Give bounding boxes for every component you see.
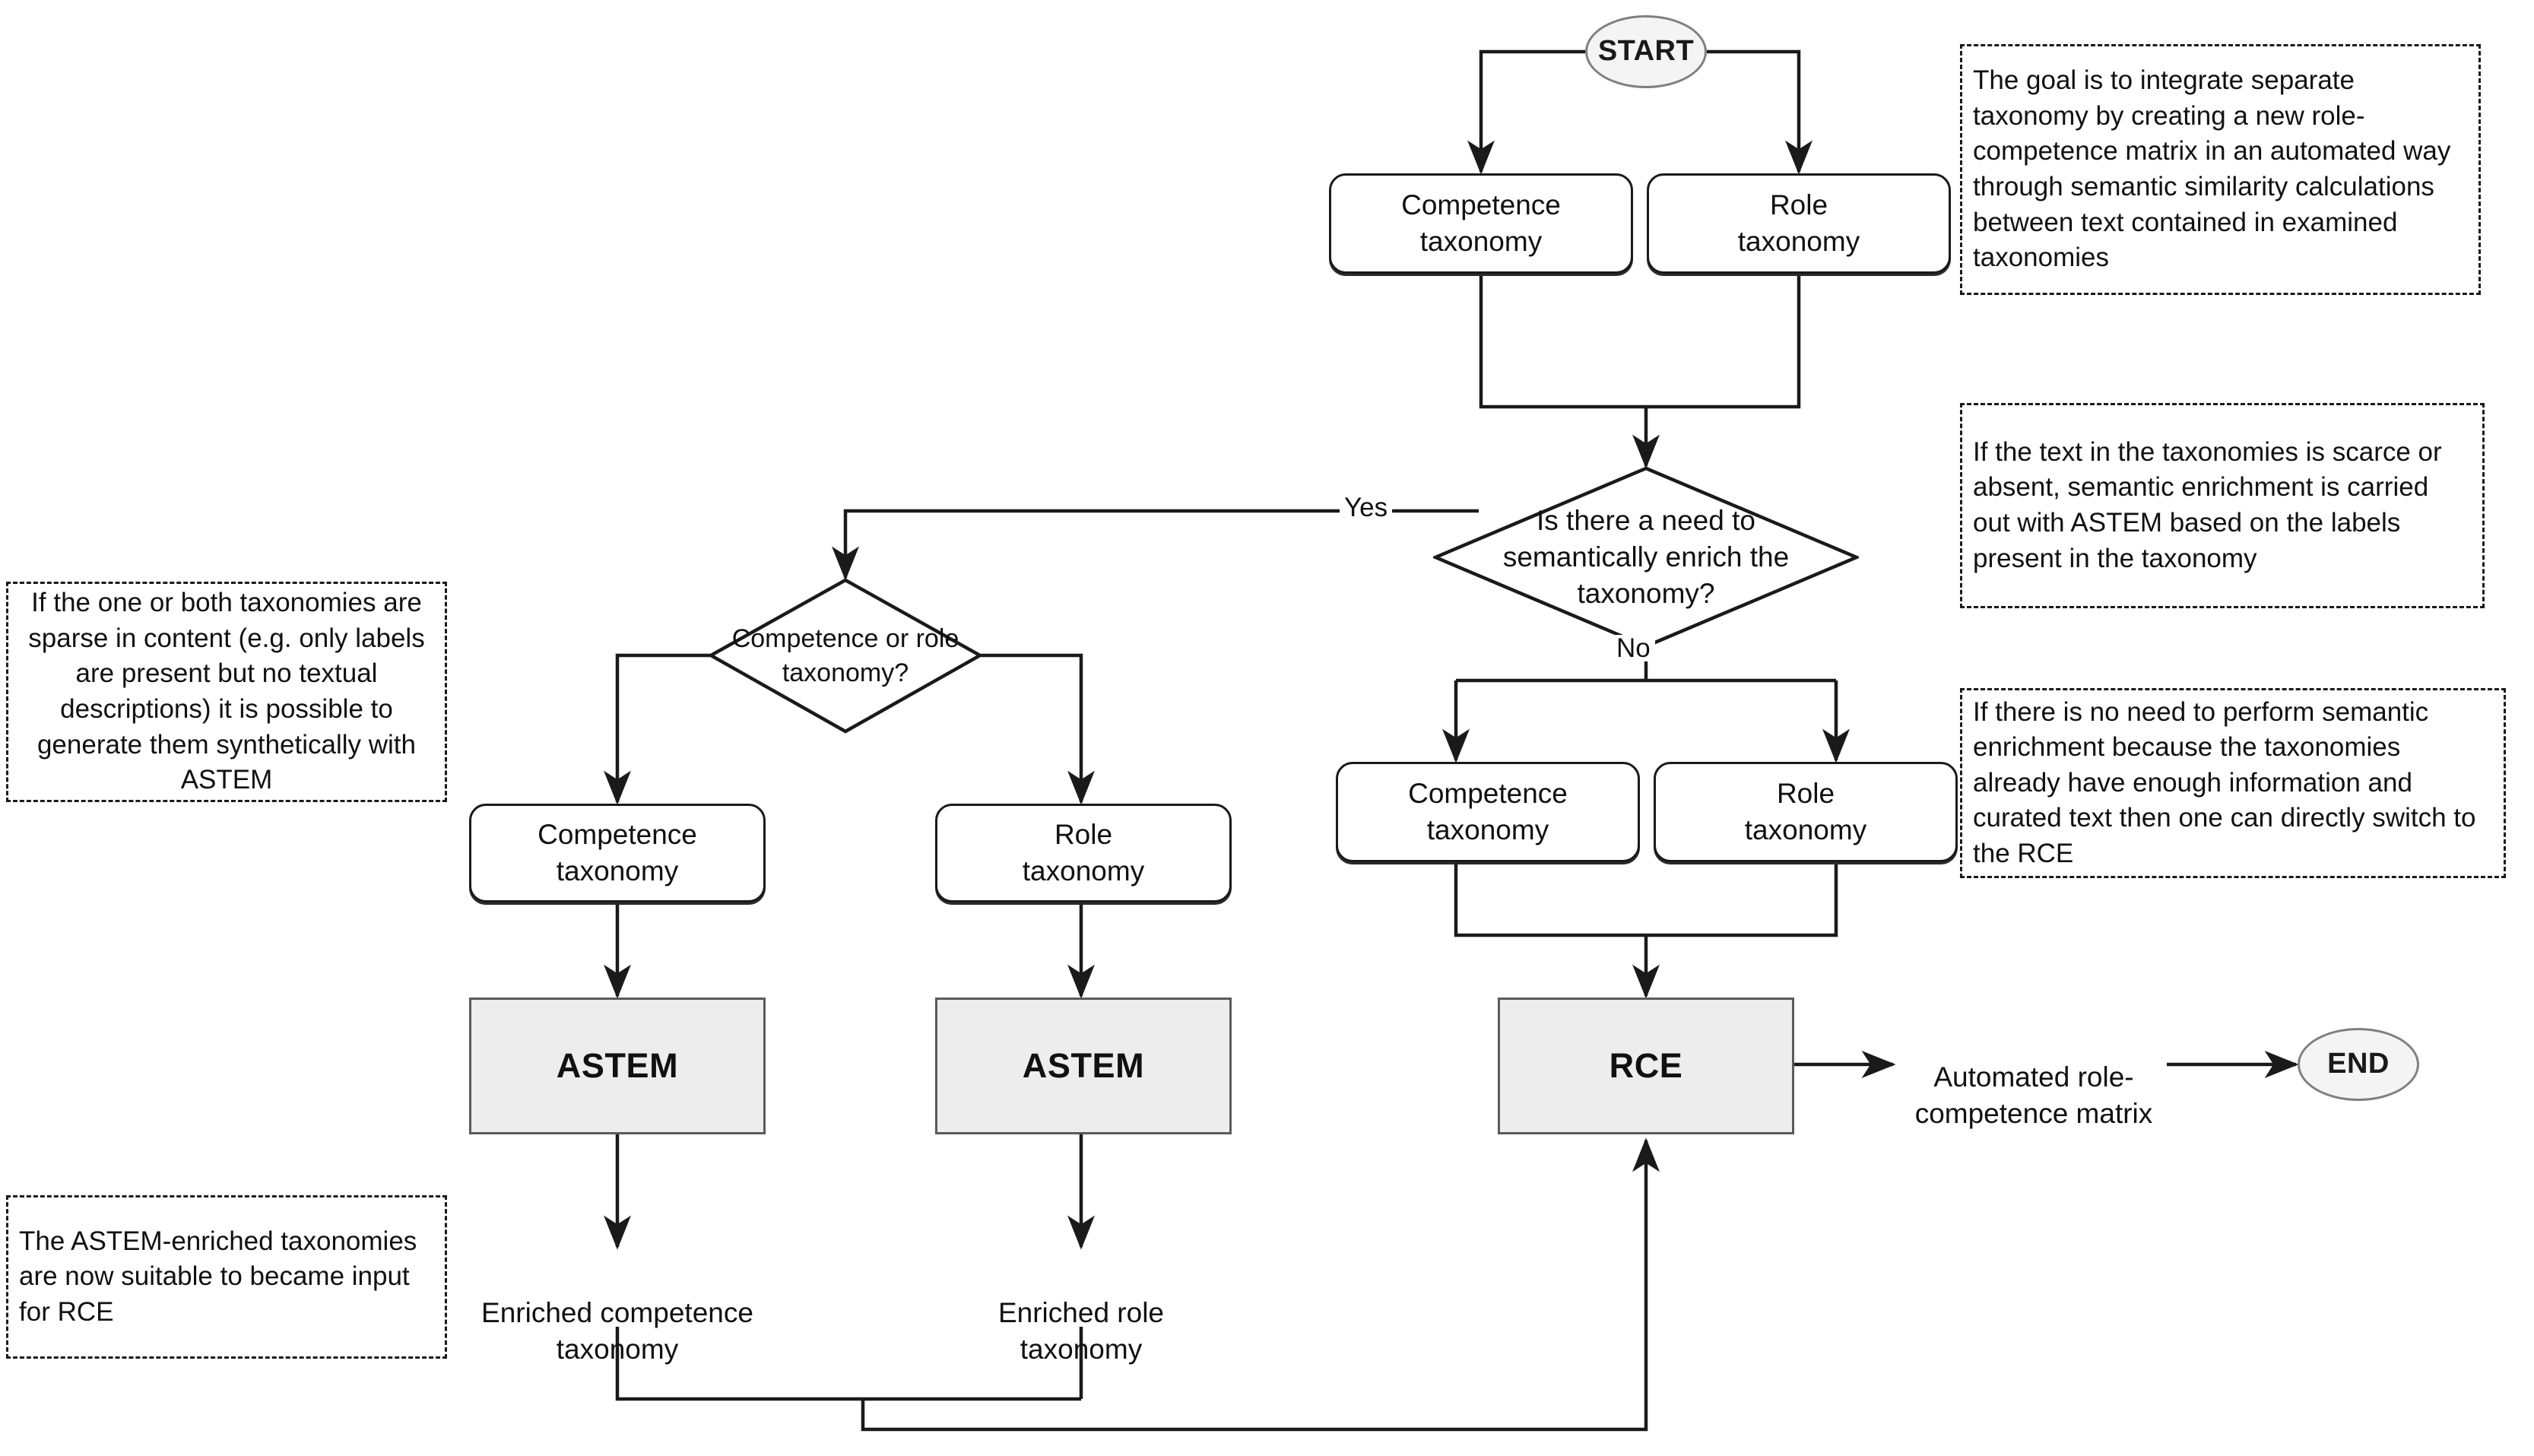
node-role-taxonomy-top: Role taxonomy [1647, 173, 1951, 274]
edge-label-yes-text: Yes [1344, 493, 1388, 522]
node-end-label: END [2327, 1048, 2390, 1080]
annotation-no-enrichment-text: If there is no need to perform semantic … [1973, 696, 2476, 868]
node-competence-taxonomy-right: Competence taxonomy [1336, 762, 1640, 862]
node-competence-taxonomy-left-label: Competence taxonomy [538, 818, 697, 887]
annotation-sparse-taxonomies-text: If the one or both taxonomies are sparse… [28, 588, 425, 795]
annotation-no-enrichment: If there is no need to perform semantic … [1960, 688, 2506, 878]
node-role-taxonomy-right-label: Role taxonomy [1744, 777, 1867, 845]
node-decision-which-taxonomy-label: Competence or role taxonomy? [731, 624, 959, 687]
edge-label-no-text: No [1616, 633, 1651, 663]
node-role-taxonomy-left-label: Role taxonomy [1022, 818, 1145, 887]
node-enriched-competence-taxonomy-label: Enriched competence taxonomy [481, 1297, 753, 1366]
node-competence-taxonomy-top-label: Competence taxonomy [1401, 189, 1561, 257]
node-astem-competence: ASTEM [469, 998, 766, 1134]
node-competence-taxonomy-right-label: Competence taxonomy [1408, 777, 1568, 845]
node-role-taxonomy-right: Role taxonomy [1654, 762, 1958, 862]
node-decision-enrich: Is there a need to semantically enrich t… [1433, 466, 1859, 649]
annotation-sparse-taxonomies: If the one or both taxonomies are sparse… [6, 582, 447, 802]
node-enriched-role-taxonomy: Enriched role taxonomy [929, 1258, 1233, 1368]
node-rce: RCE [1498, 998, 1794, 1134]
decision-which-taxonomy-shape [709, 578, 982, 734]
node-start: START [1585, 15, 1707, 88]
node-enriched-role-taxonomy-label: Enriched role taxonomy [997, 1297, 1164, 1366]
node-competence-taxonomy-left: Competence taxonomy [469, 804, 766, 902]
node-decision-which-taxonomy: Competence or role taxonomy? [709, 578, 982, 734]
node-enriched-competence-taxonomy: Enriched competence taxonomy [450, 1258, 785, 1368]
node-role-taxonomy-left: Role taxonomy [935, 804, 1232, 902]
edge-label-no: No [1612, 635, 1655, 661]
annotation-astem-output: The ASTEM-enriched taxonomies are now su… [6, 1195, 447, 1359]
annotation-goal: The goal is to integrate separate taxono… [1960, 44, 2481, 295]
annotation-enrichment-text: If the text in the taxonomies is scarce … [1973, 436, 2442, 573]
annotation-goal-text: The goal is to integrate separate taxono… [1973, 65, 2451, 273]
node-competence-taxonomy-top: Competence taxonomy [1329, 173, 1633, 274]
node-automated-role-competence-matrix-label: Automated role- competence matrix [1914, 1061, 2153, 1130]
node-start-label: START [1597, 35, 1695, 68]
annotation-enrichment: If the text in the taxonomies is scarce … [1960, 403, 2485, 608]
edge-label-yes: Yes [1340, 493, 1393, 522]
node-astem-role-label: ASTEM [1022, 1045, 1145, 1085]
annotation-astem-output-text: The ASTEM-enriched taxonomies are now su… [19, 1226, 417, 1327]
node-astem-competence-label: ASTEM [556, 1045, 679, 1085]
node-decision-enrich-label: Is there a need to semantically enrich t… [1502, 504, 1790, 610]
node-automated-role-competence-matrix: Automated role- competence matrix [1893, 1023, 2174, 1132]
node-end: END [2298, 1028, 2419, 1101]
node-astem-role: ASTEM [935, 998, 1232, 1134]
node-role-taxonomy-top-label: Role taxonomy [1737, 189, 1860, 257]
node-rce-label: RCE [1609, 1045, 1683, 1085]
